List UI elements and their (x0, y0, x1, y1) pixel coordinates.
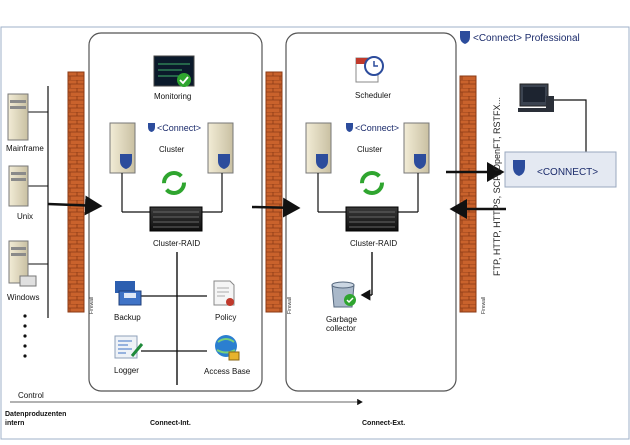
client-computer-icon (518, 83, 554, 112)
policy-icon (213, 280, 235, 306)
source-label: Mainframe (6, 144, 44, 153)
garbage-label-2: collector (326, 324, 356, 333)
scheduler-icon (355, 56, 384, 83)
logger-label: Logger (114, 366, 139, 375)
server-unix: Unix (8, 165, 33, 221)
logger-icon (114, 335, 144, 359)
outer-frame (0, 26, 630, 440)
raid-label: Cluster-RAID (350, 239, 397, 248)
firewall-label: Firewall (481, 297, 487, 314)
more-sources-ellipsis (23, 314, 27, 358)
sync-icon (162, 171, 186, 195)
backup-label: Backup (114, 313, 141, 322)
shield-icon (460, 31, 470, 44)
server-windows: Windows (7, 240, 39, 302)
shield-icon (346, 123, 353, 132)
cluster-server-left (109, 122, 136, 174)
firewall-1: Firewall (67, 71, 95, 314)
cluster-server-left-ext (305, 122, 332, 174)
shield-icon (148, 123, 155, 132)
source-label: Unix (17, 212, 33, 221)
flow-arrow-mid (251, 197, 301, 218)
connect-box-text: <CONNECT> (537, 167, 598, 178)
access-base-label: Access Base (204, 367, 251, 376)
cluster-server-right-ext (403, 122, 430, 174)
monitoring-label: Monitoring (154, 92, 191, 101)
scheduler-label: Scheduler (355, 91, 391, 100)
firewall-2: Firewall (265, 71, 293, 314)
producer-label-2: intern (5, 420, 24, 427)
firewall-3: Firewall (459, 75, 487, 314)
shield-icon (120, 154, 132, 169)
protocols-label: FTP, HTTP, HTTPS, SCP, OpenFT, RSTFX... (492, 97, 502, 276)
cluster-server-right (207, 122, 234, 174)
connect-badge-text: <Connect> (355, 123, 399, 133)
shield-icon (316, 154, 328, 169)
connect-badge-int: <Connect> (148, 123, 201, 133)
raid-rack-ext (345, 206, 399, 232)
control-label: Control (18, 391, 44, 400)
firewall-label: Firewall (287, 297, 293, 314)
garbage-collector-icon (331, 281, 356, 308)
connect-badge-ext: <Connect> (346, 123, 399, 133)
brand-text: <Connect> Professional (473, 33, 580, 44)
connect-int-label: Connect-Int. (150, 420, 191, 427)
flow-arrow-in (47, 195, 103, 216)
raid-label: Cluster-RAID (153, 239, 200, 248)
sync-icon (360, 171, 384, 195)
raid-rack-int (149, 206, 203, 232)
policy-label: Policy (215, 313, 236, 322)
shield-icon (513, 160, 525, 176)
backup-icon (115, 281, 142, 306)
check-icon (177, 73, 191, 87)
shield-icon (218, 154, 230, 169)
monitoring-icon (153, 55, 195, 87)
garbage-label-1: Garbage (326, 315, 358, 324)
firewall-label: Firewall (89, 297, 95, 314)
connect-ext-label: Connect-Ext. (362, 420, 405, 427)
cluster-label: Cluster (357, 145, 383, 154)
connect-box: <CONNECT> (504, 151, 617, 188)
access-base-icon (215, 335, 240, 361)
cluster-label: Cluster (159, 145, 185, 154)
source-label: Windows (7, 293, 39, 302)
shield-icon (414, 154, 426, 169)
brand-header: <Connect> Professional (460, 31, 580, 44)
client-link (554, 99, 587, 152)
connect-badge-text: <Connect> (157, 123, 201, 133)
server-mainframe: Mainframe (6, 93, 44, 153)
producer-label-1: Datenproduzenten (5, 411, 66, 418)
